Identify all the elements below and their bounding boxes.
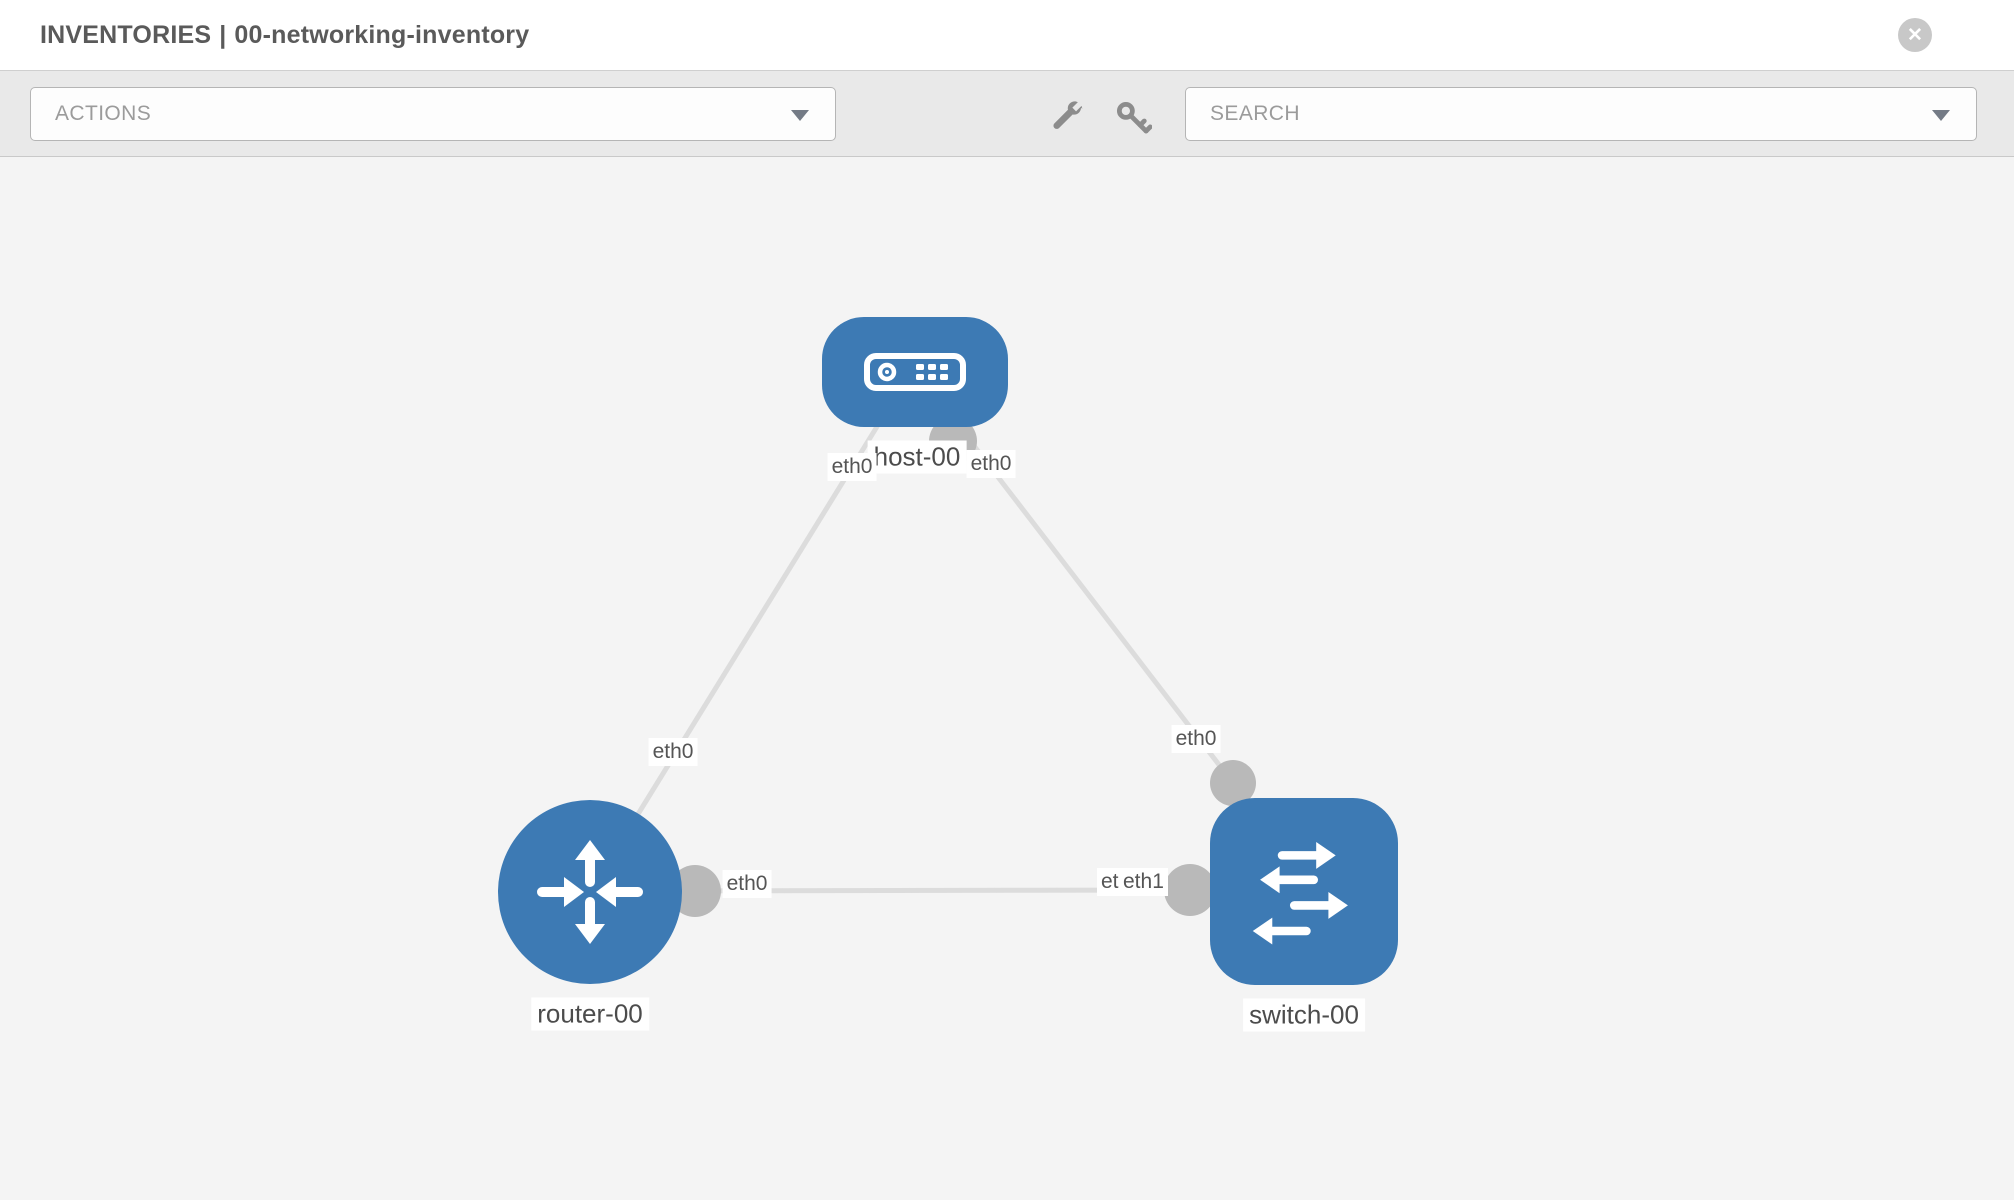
search-dropdown-label: SEARCH [1210,102,1300,125]
iface-label-switch-left: eth1 [1119,868,1168,896]
key-icon [1116,101,1153,133]
node-label-host-00: host-00 [867,440,967,474]
node-switch-00[interactable] [1210,798,1398,985]
port-switch-top [1210,760,1256,806]
actions-dropdown[interactable]: ACTIONS [30,87,836,141]
close-icon: ✕ [1907,24,1923,46]
toolbar: ACTIONS SEARCH [0,70,2014,157]
node-router-00[interactable] [498,800,682,984]
key-tool-button[interactable] [1111,97,1155,141]
page-title-section: INVENTORIES [40,20,212,49]
header: INVENTORIES | 00-networking-inventory ✕ [0,0,2014,70]
node-host-00[interactable] [822,317,1008,427]
node-label-switch-00: switch-00 [1243,998,1365,1032]
inventory-name: 00-networking-inventory [234,20,530,49]
chevron-down-icon [1932,110,1950,121]
actions-dropdown-label: ACTIONS [55,102,152,125]
topology-canvas[interactable]: host-00 router-00 switch-00 eth0 eth0 et… [0,157,2014,1200]
link-host-switch[interactable] [956,423,1235,785]
port-router-right [669,865,721,917]
chevron-down-icon [791,110,809,121]
topology-links-layer [587,417,1256,917]
wrench-icon [1053,100,1083,129]
iface-label-host-right: eth0 [966,450,1016,478]
iface-label-host-left: eth0 [827,453,877,481]
host-icon [864,353,966,391]
page-title-separator: | [219,20,227,49]
iface-label-switch-top: eth0 [1171,725,1221,753]
close-button[interactable]: ✕ [1898,18,1932,52]
switch-icon [1252,841,1348,944]
node-label-router-00: router-00 [531,997,649,1031]
wrench-tool-button[interactable] [1043,97,1087,141]
router-icon [537,840,643,944]
port-switch-left [1164,864,1216,916]
iface-label-router-right: eth0 [722,870,772,898]
search-dropdown[interactable]: SEARCH [1185,87,1977,141]
iface-label-router-top: eth0 [648,738,698,766]
page-title: INVENTORIES | 00-networking-inventory [40,0,537,70]
